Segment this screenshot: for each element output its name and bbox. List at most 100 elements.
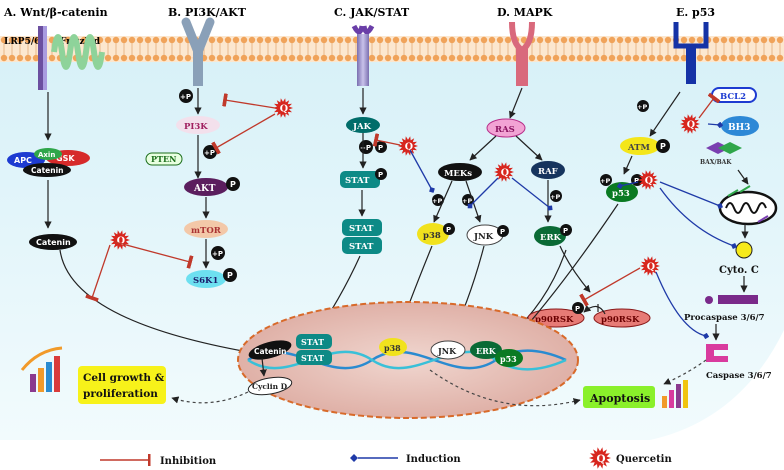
lipid-head [712, 36, 720, 44]
svg-text:P: P [378, 171, 383, 179]
lipid-head [704, 54, 712, 62]
lrp-receptor [38, 26, 47, 90]
procaspase-node: Procaspase 3/6/7 [684, 295, 765, 323]
lipid-head [48, 54, 56, 62]
lipid-head [552, 54, 560, 62]
apoptosis-icon [662, 380, 688, 408]
svg-text:STAT: STAT [301, 337, 324, 347]
legend-inhibition: Inhibition [160, 456, 217, 467]
p53-phospho-1: +P [637, 100, 649, 112]
lipid-head [120, 36, 128, 44]
lipid-head [760, 36, 768, 44]
svg-text:P: P [500, 228, 505, 236]
quercetin-icon: Q [273, 98, 293, 118]
svg-text:mTOR: mTOR [191, 226, 222, 236]
lipid-head [320, 54, 328, 62]
lipid-head [344, 36, 352, 44]
gsk-label: GSK [56, 154, 75, 163]
quercetin-letter: Q [645, 176, 653, 187]
nucleus-p53: p53 [495, 349, 523, 367]
lipid-head [288, 36, 296, 44]
quercetin-letter: Q [405, 142, 413, 153]
lipid-head [16, 36, 24, 44]
lipid-head [736, 54, 744, 62]
svg-text:AKT: AKT [193, 184, 216, 194]
frizzled-receptor [51, 34, 105, 70]
svg-text:P: P [378, 144, 383, 152]
lipid-head [392, 54, 400, 62]
lipid-head [248, 54, 256, 62]
quercetin-letter: Q [687, 120, 695, 131]
svg-text:Cell growth &: Cell growth & [83, 372, 165, 384]
svg-text:+P: +P [432, 197, 442, 205]
svg-text:+P: +P [462, 197, 472, 205]
lipid-head [624, 36, 632, 44]
lipid-head [392, 36, 400, 44]
svg-text:BH3: BH3 [728, 123, 750, 133]
svg-text:STAT: STAT [349, 224, 374, 234]
lipid-head [144, 36, 152, 44]
lipid-head [128, 54, 136, 62]
s6k1-node: S6K1 P [186, 268, 237, 288]
stat-dimer-node: STAT STAT [342, 219, 382, 254]
lipid-head [320, 36, 328, 44]
lipid-head [448, 54, 456, 62]
lipid-head [720, 54, 728, 62]
lipid-head [96, 36, 104, 44]
panel-b-title: B. PI3K/AKT [168, 6, 247, 19]
quercetin-icon: Q [640, 256, 660, 276]
lipid-head [736, 36, 744, 44]
lipid-head [24, 54, 32, 62]
lipid-head [168, 36, 176, 44]
lipid-head [768, 54, 776, 62]
svg-text:+P: +P [360, 144, 371, 152]
apoptosis-box: Apoptosis [583, 386, 655, 408]
p90rsk-node-1: p90RSK P [527, 302, 585, 328]
lipid-head [664, 36, 672, 44]
mapk-receptor [509, 21, 535, 86]
lipid-head [544, 54, 552, 62]
lipid-head [592, 36, 600, 44]
pi3k-receptor [181, 17, 215, 86]
lipid-head [768, 36, 776, 44]
svg-text:Procaspase 3/6/7: Procaspase 3/6/7 [684, 313, 765, 323]
lipid-head [112, 36, 120, 44]
p53-node: p53 P [606, 174, 643, 202]
catenin-complex-label: Catenin [31, 166, 64, 175]
lipid-head [224, 54, 232, 62]
lipid-head [640, 36, 648, 44]
lipid-head [632, 54, 640, 62]
svg-text:+P: +P [204, 149, 215, 157]
pi3k-node: PI3K [176, 116, 220, 134]
baxbak-node: BAX/BAK [700, 142, 742, 166]
lipid-head [464, 36, 472, 44]
lipid-head [400, 36, 408, 44]
nucleus-erk: ERK [470, 341, 502, 359]
svg-text:P: P [660, 142, 666, 151]
lipid-head [136, 36, 144, 44]
lipid-head [712, 54, 720, 62]
pi3k-phospho-2: +P [203, 145, 217, 159]
panel-a-title: A. Wnt/β-catenin [3, 6, 108, 19]
panel-c-title: C. JAK/STAT [334, 6, 410, 19]
erk-node: ERK P [534, 224, 572, 246]
svg-text:STAT: STAT [349, 242, 374, 252]
lipid-head [208, 54, 216, 62]
lipid-head [176, 54, 184, 62]
lipid-head [600, 54, 608, 62]
lipid-head [16, 54, 24, 62]
lipid-head [216, 54, 224, 62]
lipid-head [472, 36, 480, 44]
lipid-head [608, 54, 616, 62]
lipid-head [32, 54, 40, 62]
lipid-head [728, 54, 736, 62]
svg-text:JNK: JNK [473, 232, 494, 242]
lipid-head [104, 54, 112, 62]
lipid-head [680, 54, 688, 62]
apc-label: APC [14, 156, 32, 165]
lipid-head [552, 36, 560, 44]
legend-induction: Induction [406, 454, 461, 465]
lipid-head [648, 54, 656, 62]
